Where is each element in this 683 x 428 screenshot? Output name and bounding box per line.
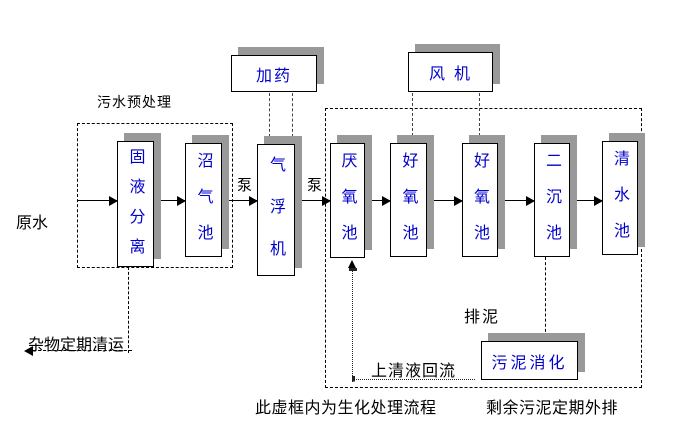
biotreatment-dashed-frame: [325, 108, 642, 388]
aerobic-tank-1-label: 好氧池: [399, 152, 419, 260]
clean-water-tank-box: 清水池: [602, 141, 638, 258]
flow-arrow-separation-to-biogas: [154, 196, 186, 206]
anaerobic-tank-box: 厌氧池: [330, 143, 365, 260]
excess-sludge-note: 剩余污泥定期外排: [486, 398, 619, 417]
anaerobic-tank-label: 厌氧池: [338, 152, 358, 260]
solid-liquid-separation-label: 固液分离: [126, 148, 146, 268]
dosing-box-label: 加药: [255, 65, 292, 85]
dosing-arrow-right: [289, 93, 297, 145]
sludge-digestion-label: 污泥消化: [491, 352, 568, 372]
pretreatment-title: 污水预处理: [97, 95, 172, 111]
pump-label-2: 泵: [307, 176, 323, 194]
sludge-digestion-box: 污泥消化: [481, 341, 578, 380]
raw-water-label: 原水: [16, 213, 49, 232]
supernatant-line-vertical: [352, 268, 353, 382]
debris-removal-label: 杂物定期清运: [28, 335, 125, 354]
biogas-tank-box: 沼气池: [185, 143, 222, 260]
fan-box: 风 机: [408, 52, 493, 92]
aerobic-tank-1-box: 好氧池: [390, 143, 427, 260]
flow-arrow-flotation-to-anaerobic: [295, 196, 331, 206]
debris-line-vertical: [128, 267, 129, 353]
flow-arrow-anaerobic-to-aerobic1: [365, 196, 391, 206]
bio-frame-note: 此虚框内为生化处理流程: [255, 398, 437, 417]
biogas-tank-label: 沼气池: [194, 152, 214, 260]
aerobic-tank-2-label: 好氧池: [471, 152, 490, 260]
pump-label-1: 泵: [237, 176, 253, 194]
solid-liquid-separation-box: 固液分离: [117, 141, 154, 268]
pretreatment-dashed-frame: [77, 123, 233, 268]
debris-line-horizontal: [33, 350, 132, 351]
flow-arrow-aerobic2-to-sedimentation: [498, 196, 535, 206]
sludge-discharge-line: [542, 257, 550, 345]
fan-arrow-right: [476, 93, 484, 144]
clean-water-tank-label: 清水池: [611, 150, 630, 258]
secondary-sedimentation-box: 二沉池: [534, 143, 570, 260]
flow-arrow-aerobic1-to-aerobic2: [427, 196, 463, 206]
flow-arrow-rawwater-to-separation: [77, 196, 118, 206]
flow-arrow-sedimentation-to-cleanwater: [570, 196, 603, 206]
aerobic-tank-2-box: 好氧池: [462, 143, 498, 260]
supernatant-line-horizontal: [352, 379, 475, 380]
supernatant-return-label: 上清液回流: [371, 361, 457, 380]
air-flotation-box: 气浮机: [257, 144, 295, 282]
supernatant-arrowhead-up: [348, 260, 356, 268]
flow-arrow-biogas-to-flotation: [222, 196, 258, 206]
debris-arrowhead-left: [24, 346, 33, 356]
dosing-box: 加药: [231, 55, 317, 92]
sludge-discharge-label: 排泥: [464, 307, 501, 326]
air-flotation-label: 气浮机: [267, 156, 286, 282]
secondary-sedimentation-label: 二沉池: [543, 152, 562, 260]
dosing-arrow-left: [266, 93, 274, 145]
fan-arrow-left: [409, 93, 417, 144]
fan-box-label: 风 机: [428, 64, 473, 83]
